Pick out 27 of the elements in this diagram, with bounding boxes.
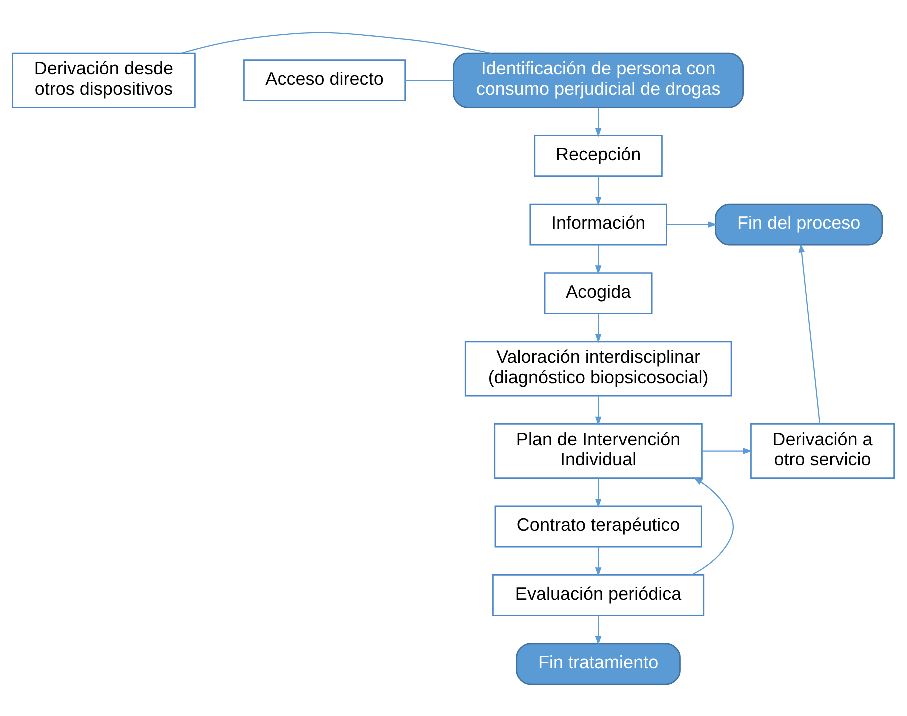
node-box: Evaluación periódica — [492, 574, 705, 616]
node-box: Recepción — [534, 134, 663, 177]
node-box: Derivación desde otros dispositivos — [12, 52, 196, 108]
connector — [406, 80, 454, 81]
node-box: Valoración interdisciplinar (diagnóstico biopsicosocial) — [464, 340, 732, 396]
arrow — [667, 221, 718, 228]
arrow — [595, 313, 602, 343]
arrow — [595, 244, 602, 274]
node-box: Acogida — [544, 272, 653, 314]
connector — [182, 32, 491, 54]
arrow — [692, 476, 734, 576]
arrow — [595, 615, 602, 645]
node-box: Acceso directo — [244, 59, 406, 102]
arrow — [595, 107, 602, 137]
arrow — [595, 478, 602, 508]
node-box: Identificación de persona con consumo perjudicial de drogas — [453, 52, 744, 108]
arrow — [595, 546, 602, 576]
node-box: Información — [530, 203, 668, 246]
node-box: Plan de Intervención Individual — [494, 423, 703, 478]
node-box: Fin del proceso — [715, 203, 884, 246]
node-box: Contrato terapéutico — [494, 505, 702, 548]
arrow — [595, 176, 602, 206]
arrow — [702, 448, 752, 454]
node-box: Fin tratamiento — [516, 642, 681, 685]
arrow — [798, 243, 821, 424]
node-box: Derivación a otro servicio — [750, 423, 895, 478]
arrow — [595, 396, 602, 426]
